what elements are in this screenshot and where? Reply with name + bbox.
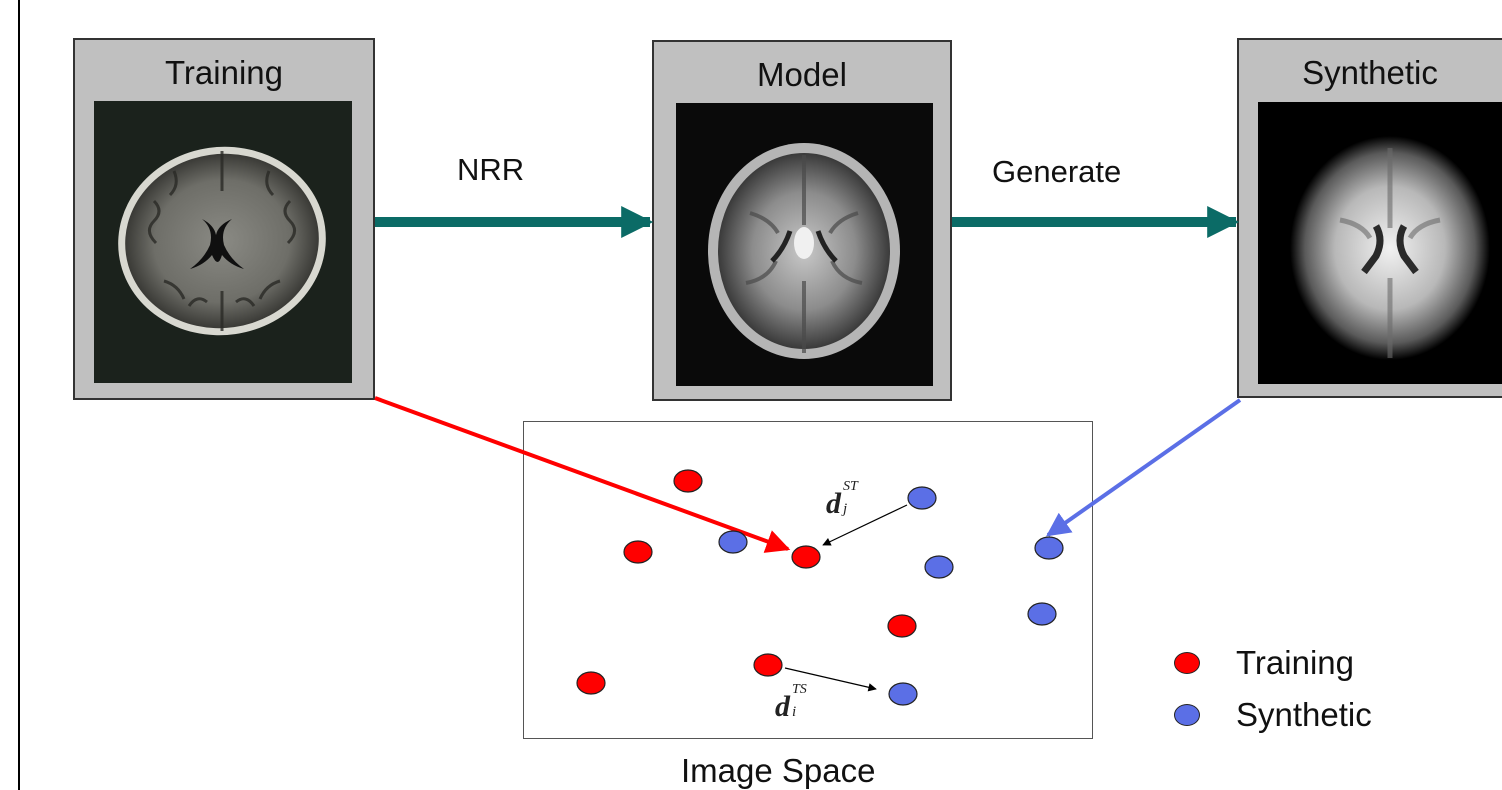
image-space-box	[523, 421, 1093, 739]
distance-ts-arrow	[784, 667, 877, 692]
training-panel: Training	[73, 38, 375, 400]
synthetic-point	[907, 486, 937, 510]
distance-ts-base: d	[775, 690, 790, 723]
distance-st-sup: ST	[843, 479, 858, 494]
distance-st-sub: j	[843, 501, 848, 517]
generate-label: Generate	[992, 154, 1122, 189]
model-brain-image	[676, 103, 933, 386]
synthetic-brain-image	[1258, 102, 1502, 384]
legend-training: Training	[1174, 644, 1354, 682]
synthetic-to-space-arrow	[1046, 398, 1242, 537]
synthetic-point	[1027, 602, 1057, 626]
distance-ts-sup: TS	[792, 682, 807, 697]
model-panel: Model	[652, 40, 952, 401]
distance-st-arrow	[822, 504, 908, 546]
model-panel-title: Model	[757, 56, 847, 93]
synthetic-point	[718, 530, 748, 554]
training-point	[791, 545, 821, 569]
legend-synthetic-label: Synthetic	[1236, 696, 1372, 733]
synthetic-point	[1034, 536, 1064, 560]
training-point	[623, 540, 653, 564]
synthetic-panel: Synthetic	[1237, 38, 1502, 398]
legend-training-marker	[1174, 652, 1200, 674]
training-panel-title: Training	[165, 54, 283, 91]
left-border-line	[18, 0, 20, 790]
training-point	[887, 614, 917, 638]
legend-synthetic: Synthetic	[1174, 696, 1372, 734]
legend-synthetic-marker	[1174, 704, 1200, 726]
image-space-label: Image Space	[681, 752, 876, 789]
distance-st-base: d	[826, 487, 841, 520]
distance-ts-sub: i	[792, 704, 797, 720]
synthetic-point	[888, 682, 918, 706]
training-point	[576, 671, 606, 695]
training-brain-image	[94, 101, 352, 383]
synthetic-points	[718, 486, 1064, 706]
training-points	[576, 469, 917, 695]
synthetic-panel-title: Synthetic	[1302, 54, 1438, 91]
training-point	[753, 653, 783, 677]
training-to-space-arrow	[374, 396, 791, 553]
training-point	[673, 469, 703, 493]
nrr-label: NRR	[457, 152, 525, 187]
legend-training-label: Training	[1236, 644, 1354, 681]
synthetic-point	[924, 555, 954, 579]
